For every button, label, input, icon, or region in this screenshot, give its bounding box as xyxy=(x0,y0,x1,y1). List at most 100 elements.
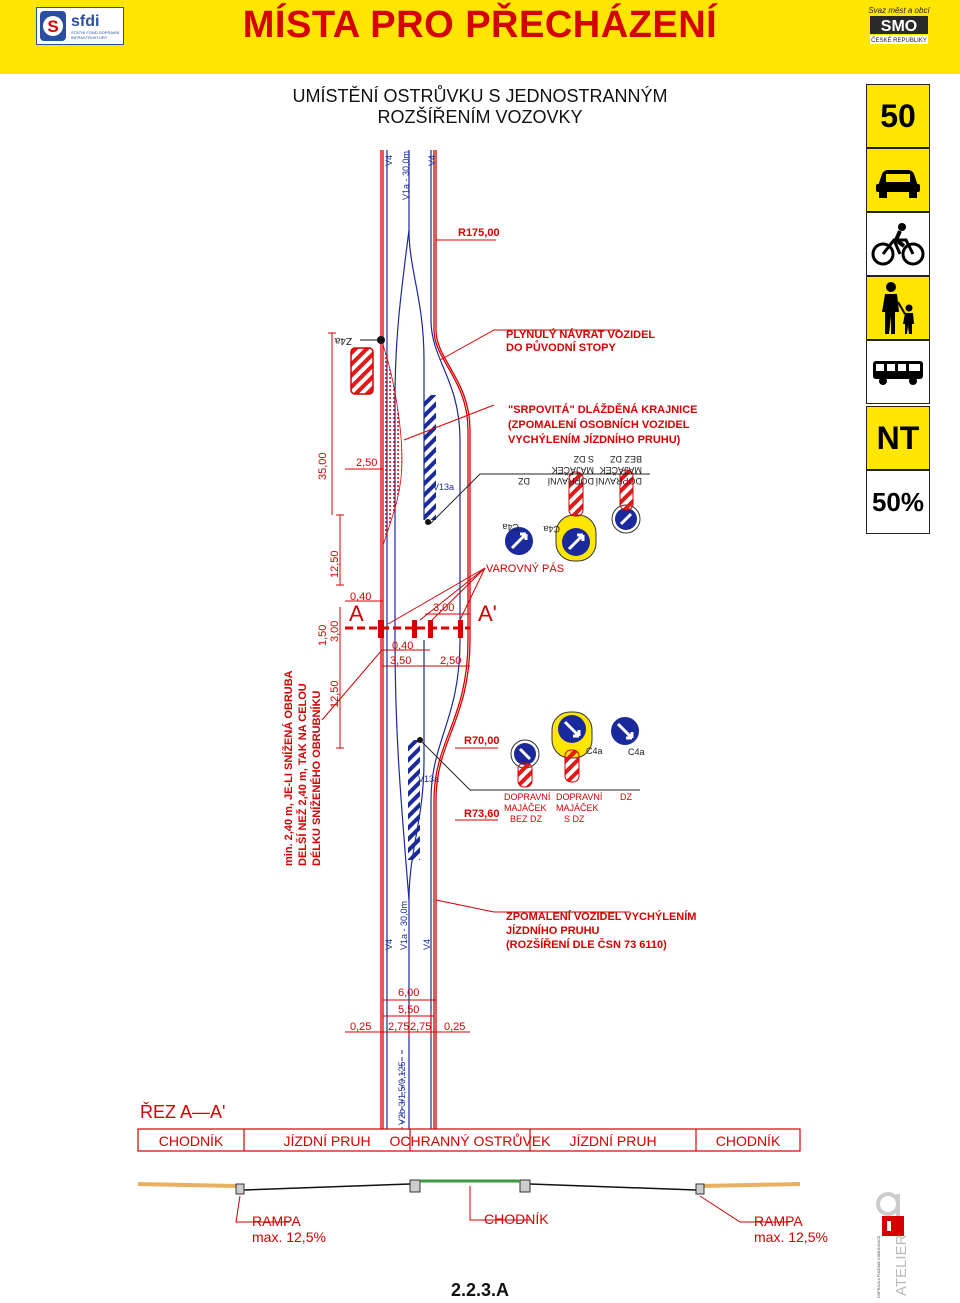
island-hatch-bottom xyxy=(408,740,420,860)
svg-text:2,50: 2,50 xyxy=(440,655,461,667)
signs-lower xyxy=(510,711,641,788)
svg-text:max. 12,5%: max. 12,5% xyxy=(252,1229,326,1245)
svg-text:DZ: DZ xyxy=(518,476,530,486)
sfdi-logo: S sfdi STÁTNÍ FOND DOPRAVNÍ INFRASTRUKTU… xyxy=(36,7,124,45)
svg-text:ČESKÉ REPUBLIKY: ČESKÉ REPUBLIKY xyxy=(871,37,927,44)
svg-text:3,00: 3,00 xyxy=(329,621,341,642)
island-hatch-top xyxy=(424,395,436,520)
svg-text:2,75: 2,75 xyxy=(388,1021,409,1033)
svg-text:DOPRAVNÍ: DOPRAVNÍ xyxy=(595,476,642,486)
svg-text:V4: V4 xyxy=(384,155,394,166)
svg-text:C4a: C4a xyxy=(628,747,645,757)
svg-text:5,50: 5,50 xyxy=(398,1004,419,1016)
bus-icon xyxy=(866,340,930,404)
section-label-bar xyxy=(137,1128,801,1152)
svg-text:PLYNULÝ NÁVRAT VOZIDEL: PLYNULÝ NÁVRAT VOZIDEL xyxy=(506,328,655,341)
percent-box: 50% xyxy=(866,470,930,534)
section-title: ŘEZ A—A' xyxy=(140,1102,225,1122)
section-label-lane-right: JÍZDNÍ PRUH xyxy=(569,1133,656,1149)
svg-text:V1a - 30,0m: V1a - 30,0m xyxy=(401,151,411,200)
svg-text:12,50: 12,50 xyxy=(329,680,341,708)
svg-text:S DZ: S DZ xyxy=(573,454,594,464)
svg-text:V4: V4 xyxy=(422,939,432,950)
section-label-sidewalk-left: CHODNÍK xyxy=(159,1133,224,1149)
svg-text:S DZ: S DZ xyxy=(564,814,585,824)
signs-upper xyxy=(503,469,641,562)
svg-text:BEZ DZ: BEZ DZ xyxy=(609,454,642,464)
pedestrian-icon xyxy=(866,276,930,340)
svg-text:6,00: 6,00 xyxy=(398,987,419,999)
svg-text:DOPRAVNÍ: DOPRAVNÍ xyxy=(547,476,594,486)
sickle-shoulder xyxy=(382,344,403,546)
svg-text:"SRPOVITÁ" DLÁŽDĚNÁ KRAJNICE: "SRPOVITÁ" DLÁŽDĚNÁ KRAJNICE xyxy=(508,403,698,416)
svg-text:max. 12,5%: max. 12,5% xyxy=(754,1229,828,1245)
svg-text:1,50: 1,50 xyxy=(317,625,329,646)
subtitle-line2: ROZŠÍŘENÍM VOZOVKY xyxy=(377,107,583,127)
drawing-code: 2.2.3.A xyxy=(450,1280,510,1300)
percent-label: 50% xyxy=(871,486,925,517)
svg-text:12,50: 12,50 xyxy=(329,550,341,578)
section-label-sidewalk-right: CHODNÍK xyxy=(716,1133,781,1149)
svg-text:R70,00: R70,00 xyxy=(464,735,499,747)
svg-text:2,75: 2,75 xyxy=(410,1021,431,1033)
svg-text:MAJÁČEK: MAJÁČEK xyxy=(551,465,594,475)
svg-text:R73,60: R73,60 xyxy=(464,808,499,820)
atelier-logo: ATELIER DOPRAVA A POZEMNÍ KOMUNIKACE xyxy=(876,1190,916,1298)
svg-text:2,50: 2,50 xyxy=(356,457,377,469)
svg-text:Z4a: Z4a xyxy=(334,335,352,346)
warning-leaders xyxy=(387,567,486,625)
cross-section-profile xyxy=(137,1179,801,1195)
svg-text:DOPRAVA A POZEMNÍ KOMUNIKACE: DOPRAVA A POZEMNÍ KOMUNIKACE xyxy=(877,1235,881,1298)
svg-text:VYCHÝLENÍM JÍZDNÍHO PRUHU): VYCHÝLENÍM JÍZDNÍHO PRUHU) xyxy=(508,433,681,446)
svg-text:DOPRAVNÍ: DOPRAVNÍ xyxy=(556,792,603,802)
svg-text:RAMPA: RAMPA xyxy=(754,1213,803,1229)
svg-text:DELŠÍ NEŽ 2,40 m, TAK NA CELOU: DELŠÍ NEŽ 2,40 m, TAK NA CELOU xyxy=(296,683,309,866)
svg-text:min. 2,40 m, JE-LI SNÍŽENÁ OBR: min. 2,40 m, JE-LI SNÍŽENÁ OBRUBA xyxy=(282,670,295,866)
svg-text:3,50: 3,50 xyxy=(390,655,411,667)
subtitle-line1: UMÍSTĚNÍ OSTRŮVKU S JEDNOSTRANNÝM xyxy=(292,86,668,106)
svg-text:BEZ DZ: BEZ DZ xyxy=(510,814,543,824)
crossing-line xyxy=(345,620,470,638)
road-edges xyxy=(380,150,471,1130)
svg-text:STÁTNÍ FOND DOPRAVNÍ: STÁTNÍ FOND DOPRAVNÍ xyxy=(71,30,120,35)
svg-text:SMO: SMO xyxy=(881,18,917,35)
svg-text:V13a: V13a xyxy=(418,774,439,784)
section-label-island: OCHRANNÝ OSTRŮVEK xyxy=(389,1132,551,1149)
svg-text:DOPRAVNÍ: DOPRAVNÍ xyxy=(504,792,551,802)
svg-text:MAJÁČEK: MAJÁČEK xyxy=(599,465,642,475)
page-title: MÍSTA PRO PŘECHÁZENÍ xyxy=(242,4,718,46)
svg-text:3,00: 3,00 xyxy=(433,602,454,614)
svg-text:CHODNÍK: CHODNÍK xyxy=(484,1211,549,1227)
svg-text:V13a: V13a xyxy=(433,482,454,492)
nt-label: NT xyxy=(876,419,920,456)
svg-text:JÍZDNÍHO PRUHU: JÍZDNÍHO PRUHU xyxy=(506,924,600,937)
warning-strip-label: VAROVNÝ PÁS xyxy=(486,562,564,575)
svg-text:V4: V4 xyxy=(384,939,394,950)
svg-text:RAMPA: RAMPA xyxy=(252,1213,301,1229)
svg-text:C4a: C4a xyxy=(586,746,603,756)
svg-text:C4a: C4a xyxy=(543,524,560,534)
beacon-z4a xyxy=(350,347,374,395)
svg-text:0,40: 0,40 xyxy=(350,591,371,603)
svg-text:sfdi: sfdi xyxy=(71,13,99,30)
cyclist-icon xyxy=(866,212,930,276)
section-mark-a: A xyxy=(349,601,364,626)
svg-text:R175,00: R175,00 xyxy=(458,227,500,239)
subtitle: UMÍSTĚNÍ OSTRŮVKU S JEDNOSTRANNÝM ROZŠÍŘ… xyxy=(250,86,710,128)
svg-text:ATELIER: ATELIER xyxy=(893,1234,910,1296)
svg-text:0,40: 0,40 xyxy=(392,640,413,652)
svg-text:V4: V4 xyxy=(427,155,437,166)
svg-text:Svaz měst a obcí: Svaz měst a obcí xyxy=(868,6,930,15)
speed-limit: 50 xyxy=(880,97,916,134)
curb-note: min. 2,40 m, JE-LI SNÍŽENÁ OBRUBA DELŠÍ … xyxy=(282,670,323,866)
svg-text:DO PŮVODNÍ STOPY: DO PŮVODNÍ STOPY xyxy=(506,340,616,354)
svg-text:MAJÁČEK: MAJÁČEK xyxy=(504,803,547,813)
svg-text:DÉLKU SNÍŽENÉHO OBRUBNÍKU: DÉLKU SNÍŽENÉHO OBRUBNÍKU xyxy=(310,691,323,866)
svg-text:0,25: 0,25 xyxy=(444,1021,465,1033)
nt-box: NT xyxy=(866,406,930,470)
svg-text:DZ: DZ xyxy=(620,792,632,802)
header-bar: S sfdi STÁTNÍ FOND DOPRAVNÍ INFRASTRUKTU… xyxy=(0,0,960,74)
svg-text:V1a - 30,0m: V1a - 30,0m xyxy=(399,901,409,950)
svg-text:ZPOMALENÍ VOZIDEL VYCHÝLENÍM: ZPOMALENÍ VOZIDEL VYCHÝLENÍM xyxy=(506,910,696,923)
svg-text:C4a: C4a xyxy=(502,522,519,532)
